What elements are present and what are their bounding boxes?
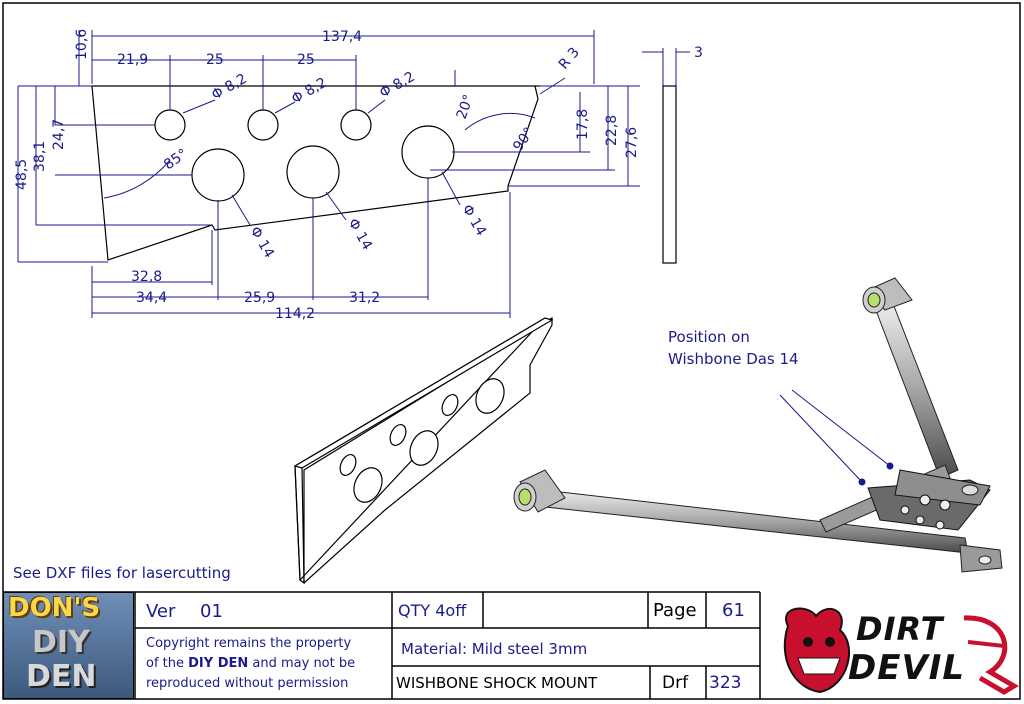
dim-overall-top: 137,4 bbox=[322, 29, 362, 45]
dimension-lines bbox=[17, 30, 690, 318]
dim-large-hole-3: Φ 14 bbox=[459, 202, 490, 239]
dirt-devil-word-2: DEVIL bbox=[848, 648, 966, 688]
dim-v-24-7: 24,7 bbox=[51, 119, 67, 150]
small-hole-1 bbox=[154, 109, 186, 141]
dim-v-17-8: 17,8 bbox=[575, 109, 591, 140]
dirt-devil-logo: DIRT DEVIL bbox=[768, 596, 1020, 700]
dim-v-48-5: 48,5 bbox=[14, 159, 30, 190]
copyright-text: Copyright remains the property of the DI… bbox=[146, 634, 386, 694]
dons-diy-den-logo: DON'S DIY DEN bbox=[3, 592, 134, 699]
dim-b-25-9: 25,9 bbox=[244, 290, 275, 306]
dim-large-hole-1: Φ 14 bbox=[247, 224, 278, 261]
dirt-devil-word-1: DIRT bbox=[856, 610, 944, 648]
dim-small-hole-2: Φ 8,2 bbox=[289, 75, 330, 108]
dim-v-38-1: 38,1 bbox=[32, 141, 48, 172]
dim-v-22-8: 22,8 bbox=[604, 115, 620, 146]
logo-line-2: DIY bbox=[32, 625, 90, 660]
small-hole-2 bbox=[247, 109, 279, 141]
dim-thickness: 3 bbox=[694, 45, 703, 61]
copyright-line-2: of the DIY DEN and may not be bbox=[146, 654, 386, 674]
dxf-note: See DXF files for lasercutting bbox=[13, 564, 231, 582]
dim-b-31-2: 31,2 bbox=[349, 290, 380, 306]
dim-v-27-6: 27,6 bbox=[624, 127, 640, 158]
dim-h2: 25 bbox=[206, 52, 224, 68]
position-callout bbox=[779, 389, 894, 486]
dim-h1: 21,9 bbox=[117, 52, 148, 68]
copyright-brand: DIY DEN bbox=[188, 656, 249, 671]
wishbone-3d bbox=[513, 277, 1003, 573]
version-label: Ver bbox=[146, 601, 176, 622]
dim-angle-90: 90° bbox=[510, 125, 537, 155]
dim-angle-20: 20° bbox=[454, 93, 478, 122]
version-value: 01 bbox=[200, 601, 223, 622]
position-note: Position on Wishbone Das 14 bbox=[668, 326, 799, 370]
dim-top-offset: 10,6 bbox=[74, 29, 90, 60]
small-hole-3 bbox=[340, 109, 372, 141]
large-hole-1 bbox=[191, 148, 245, 202]
material-text: Material: Mild steel 3mm bbox=[401, 640, 588, 658]
dim-b-32-8: 32,8 bbox=[131, 269, 162, 285]
dim-small-hole-1: Φ 8,2 bbox=[209, 71, 250, 104]
dim-small-hole-3: Φ 8,2 bbox=[377, 69, 418, 102]
copyright-text-a: of the bbox=[146, 656, 189, 671]
dim-angle-85: 85° bbox=[161, 146, 191, 173]
position-note-line2: Wishbone Das 14 bbox=[668, 350, 799, 368]
devil-head-icon bbox=[783, 607, 1019, 695]
dim-b-114-2: 114,2 bbox=[275, 306, 315, 322]
page-label: Page bbox=[653, 600, 697, 621]
drf-label: Drf bbox=[662, 673, 689, 693]
dim-large-hole-2: Φ 14 bbox=[345, 216, 376, 253]
dim-h3: 25 bbox=[297, 52, 315, 68]
dim-radius: R 3 bbox=[556, 45, 583, 73]
page-value: 61 bbox=[722, 600, 745, 621]
part-name: WISHBONE SHOCK MOUNT bbox=[396, 674, 598, 692]
plate-isometric bbox=[293, 316, 554, 585]
dim-b-34-4: 34,4 bbox=[136, 290, 167, 306]
copyright-line-1: Copyright remains the property bbox=[146, 636, 352, 651]
plate-side-view bbox=[662, 85, 677, 264]
position-note-line1: Position on bbox=[668, 328, 750, 346]
drf-value: 323 bbox=[709, 673, 742, 693]
qty-text: QTY 4off bbox=[398, 601, 467, 620]
copyright-line-3: reproduced without permission bbox=[146, 676, 349, 691]
logo-line-1: DON'S bbox=[8, 593, 101, 623]
large-hole-2 bbox=[286, 145, 340, 199]
logo-line-3: DEN bbox=[26, 659, 97, 694]
copyright-text-c: and may not be bbox=[248, 656, 356, 671]
